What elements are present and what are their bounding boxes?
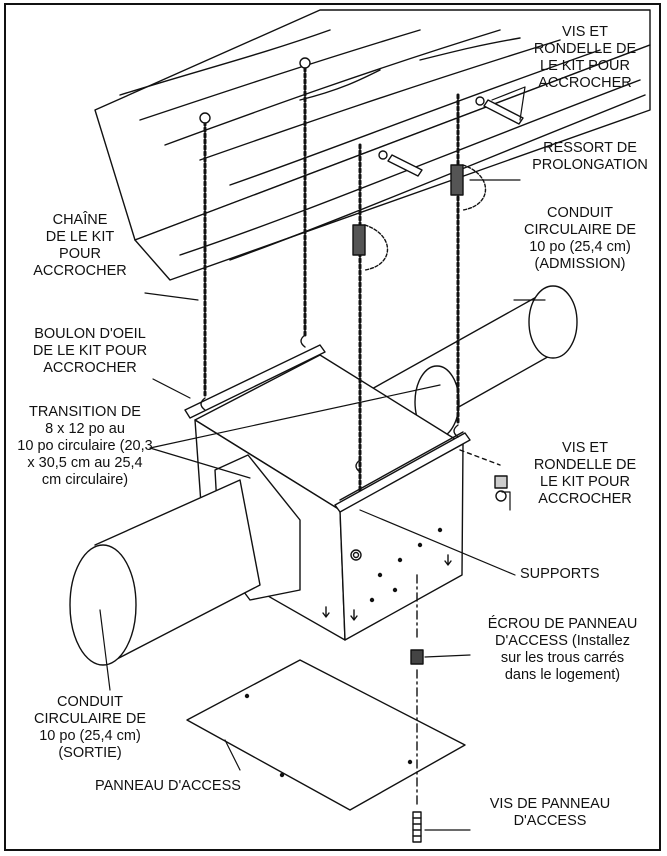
label-access-screw: VIS DE PANNEAU D'ACCESS <box>489 796 611 829</box>
label-transition: TRANSITION DE 8 x 12 po au 10 po circula… <box>17 404 153 488</box>
extension-springs <box>352 164 487 271</box>
eye-bolts <box>199 57 459 473</box>
label-hanger-chain: CHAÎNE DE LE KIT POUR ACCROCHER <box>33 212 127 279</box>
outlet-duct-opening <box>69 544 137 666</box>
access-panel <box>186 659 466 811</box>
intake-duct-opening <box>528 285 578 359</box>
outlet-duct <box>69 454 301 666</box>
label-eye-bolt: BOULON D'OEIL DE LE KIT POUR ACCROCHER <box>32 326 148 376</box>
label-hanger-screw-top: VIS ET RONDELLE DE LE KIT POUR ACCROCHER <box>533 24 637 91</box>
label-brackets: SUPPORTS <box>520 566 600 582</box>
joist-upper <box>94 9 651 241</box>
bracket-front <box>184 344 326 419</box>
leader-lines <box>99 86 546 831</box>
intake-duct <box>369 285 578 441</box>
label-extension-spring: RESSORT DE PROLONGATION <box>532 140 648 173</box>
side-screw-washer <box>459 449 508 502</box>
hanger-screws <box>378 96 524 177</box>
bracket-rear <box>334 432 471 513</box>
label-hanger-screw-side: VIS ET RONDELLE DE LE KIT POUR ACCROCHER <box>533 440 637 507</box>
label-outlet-duct: CONDUIT CIRCULAIRE DE 10 po (25,4 cm) (S… <box>34 694 146 761</box>
diagram-frame <box>4 3 661 851</box>
access-hardware <box>410 574 424 843</box>
label-access-panel: PANNEAU D'ACCESS <box>95 778 241 794</box>
label-intake-duct: CONDUIT CIRCULAIRE DE 10 po (25,4 cm) (A… <box>524 205 636 272</box>
hanging-chains <box>203 66 460 492</box>
label-access-nut: ÉCROU DE PANNEAU D'ACCESS (Installez sur… <box>487 616 638 683</box>
